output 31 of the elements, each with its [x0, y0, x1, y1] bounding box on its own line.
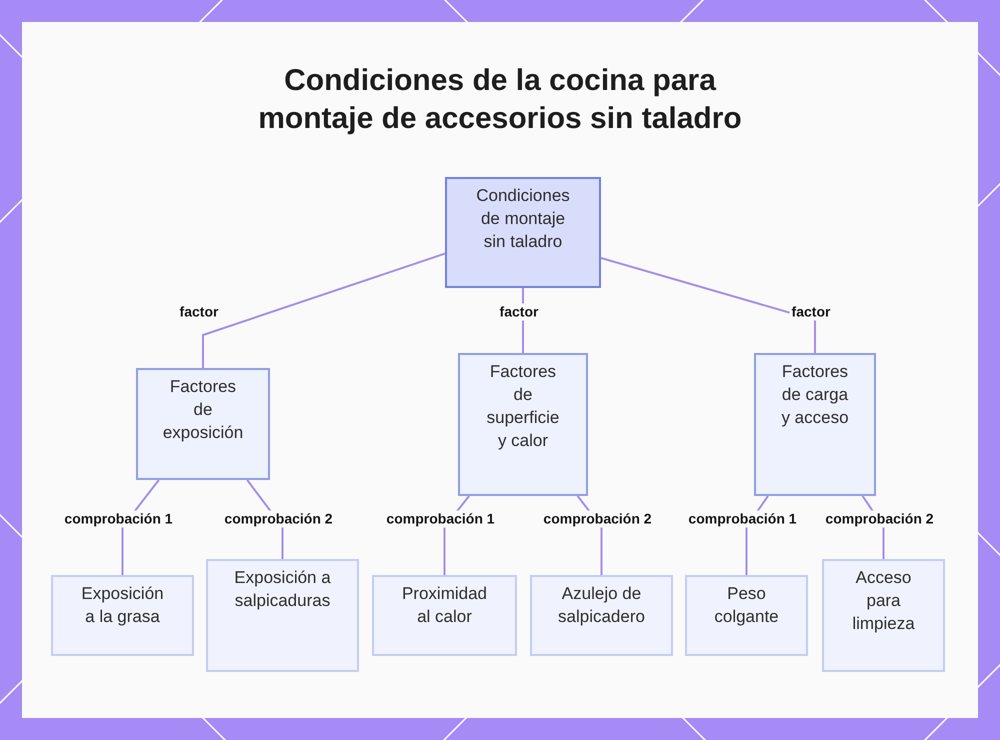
edge-label: comprobación 1 [686, 510, 799, 528]
node-text: Exposición a la grasa [80, 583, 165, 628]
connector-line [600, 257, 816, 353]
check-item-box [822, 559, 945, 672]
check-item-box [206, 559, 359, 672]
node-text: Factores de carga y acceso [780, 361, 850, 429]
edge-label: comprobación 2 [541, 510, 654, 528]
edge-label: factor [498, 304, 540, 320]
edge-label: comprobación 1 [384, 510, 497, 528]
diagram-title: Condiciones de la cocina para montaje de accesorios sin taladro [257, 63, 743, 137]
edge-label: comprobación 2 [222, 510, 335, 528]
node-text: Peso colgante [713, 583, 780, 628]
category-box [458, 353, 588, 496]
check-item-box [372, 575, 517, 656]
node-text: Exposición a salpicaduras [233, 567, 332, 612]
node-text: Proximidad al calor [400, 583, 488, 628]
edge-label: comprobación 2 [823, 510, 936, 528]
node-text: Factores de superficie y calor [486, 361, 560, 452]
node-text: Factores de exposición [162, 376, 244, 444]
connector-line [202, 252, 446, 368]
node-text: Condiciones de montaje sin taladro [475, 185, 571, 253]
root-box [445, 177, 601, 288]
check-item-box [51, 575, 194, 656]
edge-label: comprobación 1 [62, 510, 175, 528]
edge-label: factor [790, 304, 832, 320]
node-text: Acceso para limpieza [851, 567, 916, 635]
node-text: Azulejo de salpicadero [557, 583, 646, 628]
category-box [136, 368, 270, 480]
check-item-box [685, 575, 808, 656]
category-box [754, 353, 876, 496]
check-item-box [530, 575, 673, 656]
